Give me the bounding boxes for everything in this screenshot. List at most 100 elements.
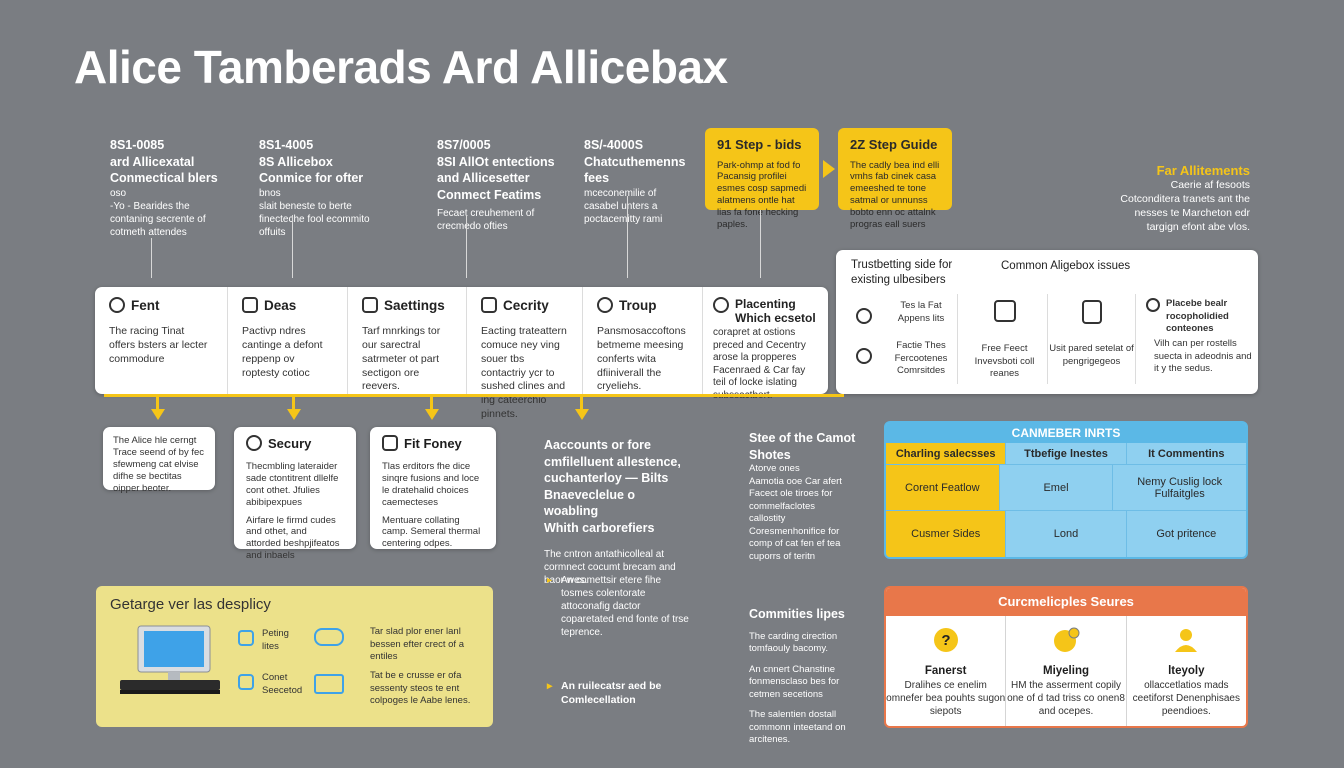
features-title: Curcmelicples Seures [886, 588, 1246, 616]
top-col-3-l4: Conmect Featims [437, 187, 542, 202]
steps-of-item-5: Coresmenhonifice for comp of cat fen ef … [749, 525, 841, 550]
segment-fent-text: The racing Tinat offers bsters ar lecter… [109, 325, 208, 365]
lower-card-fit-foney: Fit Foney Tlas erditors fhe dice sinqre … [370, 427, 496, 549]
fax-icon [382, 435, 398, 451]
table-cell: Lond [1006, 511, 1127, 557]
pin-icon [713, 297, 729, 313]
table-header-row: Charling salecsses Ttbefige lnestes It C… [886, 443, 1246, 465]
troubleshooting-col-1-b: Factie Thes Fercootenes Comrsitdes [894, 340, 948, 377]
bullet-1: An comettsir etere fihe tosmes colentora… [547, 574, 691, 639]
gear-icon [109, 297, 125, 313]
accounts-title: Aaccounts or fore [544, 438, 651, 452]
arrow-down-icon [575, 409, 589, 420]
top-col-1-l2: ard Allicexatal [110, 154, 195, 169]
top-col-3-l2: 8SI AllOt entections [437, 154, 555, 169]
troubleshooting-col-4-text: Vilh can per rostells suecta in adeodnis… [1154, 338, 1252, 375]
shield-icon [246, 435, 262, 451]
table-title: CANMEBER INRTS [886, 423, 1246, 443]
top-col-4: 8S/-4000S Chatcuthemenns fees mceconemil… [584, 137, 704, 226]
steps-of-title: Stee of the Camot Shotes [749, 431, 856, 462]
top-col-1-desc: -Yo - Bearides the contaning secrente of… [110, 200, 206, 239]
arrow-down-icon [425, 409, 439, 420]
step-card-2-text: The cadly bea ind elli vmhs fab cinek ca… [850, 159, 940, 230]
settings-icon [362, 297, 378, 313]
devices-panel: Getarge ver las desplicy Peting lites Ta… [96, 586, 493, 727]
chat-icon [1053, 627, 1080, 652]
list-icon [238, 630, 254, 646]
monitor-icon [242, 297, 258, 313]
step-card-1-text: Park-ohmp at fod fo Pacansig profilei es… [717, 159, 807, 230]
table-cell: Cusmer Sides [886, 511, 1007, 557]
troubleshooting-col-4: Placebe bealr rocopholidied conteones Vi… [1140, 294, 1252, 384]
top-col-4-l1: 8S/-4000S [584, 138, 644, 152]
segment-placenting[interactable]: Placenting Which ecsetol corapret at ost… [703, 287, 828, 401]
lower-card-1: The Alice hle cerngt Trace seend of by f… [103, 427, 215, 494]
top-col-4-l3: mceconemilie of [584, 187, 657, 199]
feature-col-2-name: Miyeling [1042, 665, 1089, 677]
lower-card-fit-foney-text: Tlas erditors fhe dice sinqre fusions an… [382, 461, 480, 508]
segment-fent-label: Fent [131, 297, 160, 313]
for-allicements-text: Caerie af fesoots Cotconditera tranets a… [1120, 179, 1250, 233]
for-allicements: Far Allitements Caerie af fesoots Cotcon… [1110, 162, 1250, 235]
arrow-stem-3 [430, 396, 433, 410]
troubleshooting-col-1: Tes la Fat Appens lits Factie Thes Ferco… [850, 294, 958, 384]
arrow-stem-4 [580, 396, 583, 410]
table-header-2: Ttbefige lnestes [1006, 443, 1127, 465]
segment-fent[interactable]: Fent The racing Tinat offers bsters ar l… [95, 287, 228, 394]
top-col-3-l3: and Allicesetter [437, 171, 530, 185]
ticket-icon [314, 674, 344, 694]
puzzle-icon [993, 300, 1016, 322]
lock-icon [481, 297, 497, 313]
pin-icon [1146, 298, 1160, 312]
top-col-1: 8S1-0085 ard Allicexatal Conmectical ble… [110, 137, 222, 239]
troubleshooting-card: Trustbetting side for existing ulbesiber… [836, 250, 1258, 394]
table-header-1: Charling salecsses [886, 443, 1007, 465]
segment-troup[interactable]: Troup Pansmosaccoftons betmeme meesing c… [583, 287, 703, 394]
segment-placenting-label: Placenting Which ecsetol [735, 297, 816, 325]
segment-deas[interactable]: Deas Pactivp ndres cantinge a defont rep… [228, 287, 348, 394]
top-col-3: 8S7/0005 8SI AllOt entections and Allice… [437, 137, 562, 233]
top-col-3-line [466, 215, 467, 278]
lower-card-1-text: The Alice hle cerngt Trace seend of by f… [113, 435, 205, 494]
step-card-1-title: 91 Step - bids [717, 137, 802, 152]
top-col-4-line [627, 196, 628, 278]
top-col-4-desc: poctacemitty rami [584, 213, 663, 225]
segment-saettings-text: Tarf mnrkings tor our sarectral satrmete… [362, 325, 441, 393]
accounts-title4: Whith carborefiers [544, 520, 655, 535]
alert-icon: ? [933, 628, 958, 652]
feature-col-1-text: Dralihes ce enelim omnefer bea pouhts su… [886, 680, 1006, 717]
feature-col-2-text: HM the asserment copily one of d tad tri… [1007, 680, 1125, 717]
step-card-line [760, 210, 761, 278]
arrow-down-icon [287, 409, 301, 420]
help-icon [856, 308, 872, 324]
steps-of-item-4: callostity [749, 513, 786, 525]
document-icon [1081, 300, 1102, 324]
table-cell: Emel [999, 465, 1114, 511]
top-col-2-l1: 8S1-4005 [259, 138, 314, 152]
segment-troup-label: Troup [619, 297, 657, 313]
step-card-2: 2Z Step Guide The cadly bea ind elli vmh… [838, 128, 952, 230]
table-row: Corent Featlow Emel Nemy Cuslig lock Ful… [886, 465, 1246, 511]
segment-cecrity-label: Cecrity [503, 297, 549, 313]
devices-a2: Tar slad plor ener lanl bessen efter cre… [370, 626, 464, 663]
devices-b1: Conet Seecetod [262, 672, 303, 696]
steps-of-item-2: Aamotia ooe Car afert [749, 475, 842, 487]
segment-placenting-text: corapret at ostions preced and Cecentry … [713, 327, 806, 401]
arrow-down-icon [151, 409, 165, 420]
accounts-block: Aaccounts or fore cmfilelluent allestenc… [544, 437, 684, 588]
feature-col-2: Miyeling HM the asserment copily one of … [1006, 616, 1127, 726]
segment-saettings[interactable]: Saettings Tarf mnrkings tor our sarectra… [348, 287, 467, 394]
steps-of-block: Stee of the Camot Shotes Atorve ones Aam… [749, 430, 859, 563]
for-allicements-title: Far Allitements [1156, 163, 1250, 178]
troubleshooting-title: Trustbetting side for existing ulbesiber… [851, 259, 953, 287]
table-cell: Nemy Cuslig lock Fulfaitgles [1113, 465, 1246, 511]
top-col-3-desc: Fecaet creuhement of crecmedo ofties [437, 208, 535, 233]
segment-cecrity[interactable]: Cecrity Eacting trateattern comuce ney v… [467, 287, 583, 420]
step-card-2-title: 2Z Step Guide [850, 137, 938, 152]
top-col-1-line [151, 238, 152, 278]
feature-col-1-name: Fanerst [924, 665, 967, 677]
lower-card-secury-label: Secury [268, 435, 312, 451]
top-col-2-desc: slait beneste to berte finecteche fool e… [259, 200, 370, 239]
user-icon [1175, 629, 1198, 652]
top-col-3-l1: 8S7/0005 [437, 138, 491, 152]
